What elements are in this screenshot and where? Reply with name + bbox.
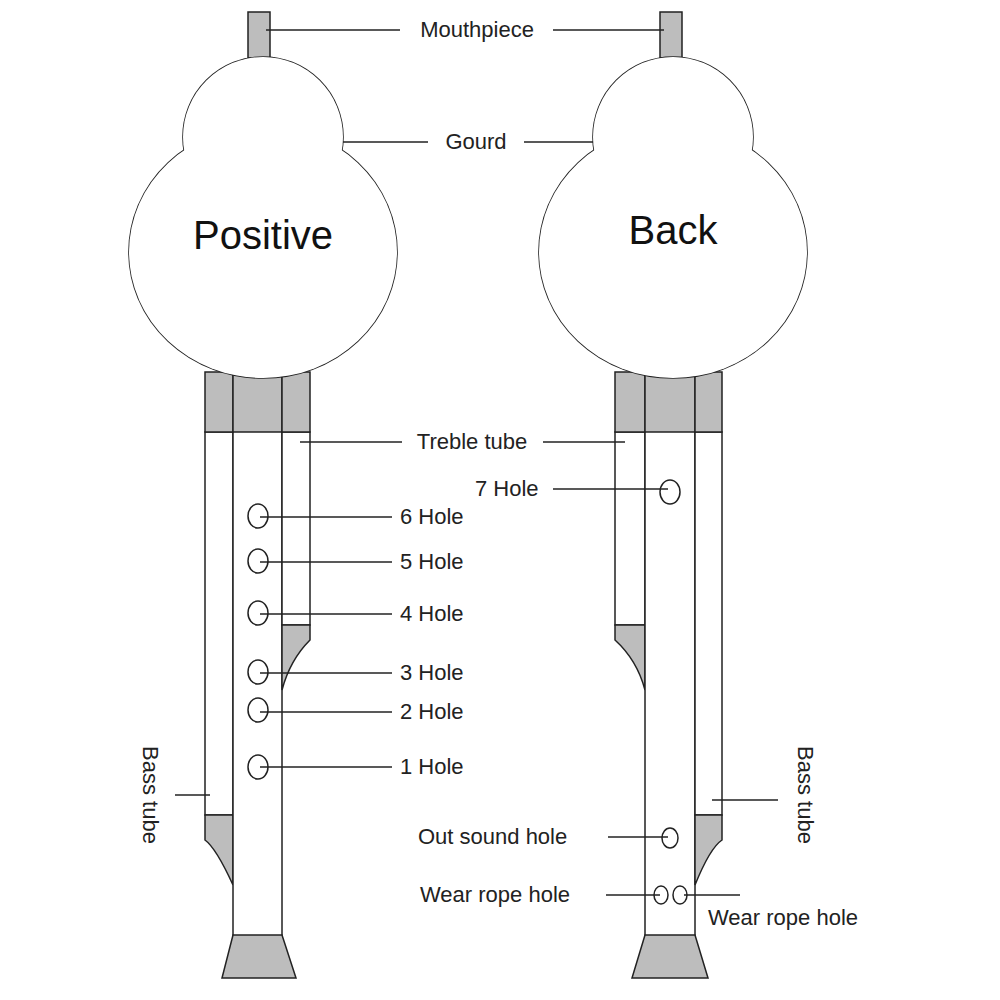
part-label: Wear rope hole (708, 906, 858, 930)
part-label: Out sound hole (418, 825, 567, 849)
gourd-body: Positive (127, 55, 399, 380)
part-label: Gourd (445, 130, 506, 154)
part-label: Bass tube (138, 746, 162, 844)
part-label: Mouthpiece (420, 18, 534, 42)
part-label: 6 Hole (400, 505, 464, 529)
view-label: Positive (193, 213, 333, 258)
gourd-body: Back (537, 55, 809, 380)
part-label: 4 Hole (400, 602, 464, 626)
part-label: Bass tube (793, 746, 817, 844)
part-label: 2 Hole (400, 700, 464, 724)
part-label: 1 Hole (400, 755, 464, 779)
view-label: Back (629, 208, 718, 253)
part-label: 7 Hole (475, 477, 539, 501)
part-label: Treble tube (417, 430, 527, 454)
part-label: 3 Hole (400, 661, 464, 685)
part-label: 5 Hole (400, 550, 464, 574)
part-label: Wear rope hole (420, 883, 570, 907)
